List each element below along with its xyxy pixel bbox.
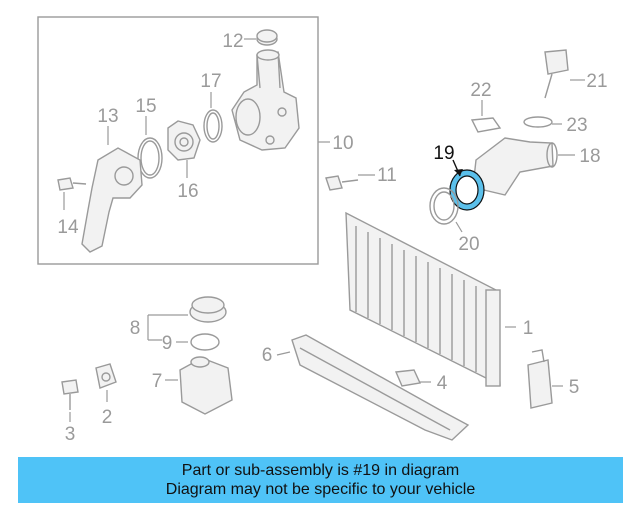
part-8-reservoir-cap[interactable]	[147, 296, 227, 341]
part-1-radiator[interactable]	[345, 211, 516, 387]
part-13-hose-connector[interactable]	[81, 126, 143, 253]
part-3-bolt[interactable]	[61, 379, 79, 422]
part-23-o-ring[interactable]	[523, 116, 562, 128]
part-9-o-ring[interactable]	[176, 333, 220, 351]
callout-11: 11	[377, 165, 397, 186]
callout-22: 22	[470, 80, 491, 101]
part-20-clamp[interactable]	[429, 187, 463, 233]
info-banner: Part or sub-assembly is #19 in diagram D…	[18, 457, 623, 503]
part-12-cap[interactable]	[244, 29, 278, 46]
part-19-seal[interactable]	[449, 159, 485, 211]
thermostat-housing[interactable]	[231, 49, 300, 151]
callout-19: 19	[433, 143, 454, 164]
subassembly-box	[37, 16, 330, 265]
callout-20: 20	[458, 234, 479, 255]
callout-2: 2	[102, 407, 113, 428]
part-6-air-duct[interactable]	[276, 334, 470, 441]
part-7-expansion-tank[interactable]	[165, 356, 233, 415]
part-18-outlet-pipe[interactable]	[473, 137, 575, 196]
part-15-gasket[interactable]	[137, 116, 163, 179]
part-11-bolt[interactable]	[325, 174, 375, 191]
part-21-sensor[interactable]	[544, 49, 585, 99]
callout-16: 16	[177, 181, 198, 202]
part-5-bracket[interactable]	[527, 349, 563, 409]
parts-diagram: 12 17 15 13 10 11 16 14 21 22 23 19 18 2…	[37, 16, 608, 445]
banner-line-2: Diagram may not be specific to your vehi…	[165, 481, 476, 498]
callout-13: 13	[97, 106, 118, 127]
callout-12: 12	[222, 31, 243, 52]
part-14-bolt[interactable]	[57, 177, 87, 210]
callout-23: 23	[566, 115, 587, 136]
callout-18: 18	[579, 146, 600, 167]
callout-4: 4	[437, 373, 448, 394]
callout-8: 8	[130, 318, 141, 339]
callout-9: 9	[162, 333, 173, 354]
part-16-thermostat[interactable]	[167, 120, 201, 178]
callout-6: 6	[262, 345, 273, 366]
part-4-grommet[interactable]	[394, 369, 431, 387]
callout-15: 15	[135, 96, 156, 117]
callout-21: 21	[586, 71, 607, 92]
callout-5: 5	[569, 377, 580, 398]
callout-10: 10	[332, 133, 353, 154]
part-22-gasket[interactable]	[470, 100, 502, 133]
callout-14: 14	[57, 217, 79, 238]
part-17-o-ring[interactable]	[203, 92, 223, 143]
callout-3: 3	[65, 424, 76, 445]
callout-17: 17	[200, 71, 221, 92]
banner-line-1: Part or sub-assembly is #19 in diagram	[181, 462, 460, 479]
part-2-bracket[interactable]	[95, 363, 117, 402]
callout-1: 1	[523, 318, 534, 339]
callout-7: 7	[152, 371, 163, 392]
